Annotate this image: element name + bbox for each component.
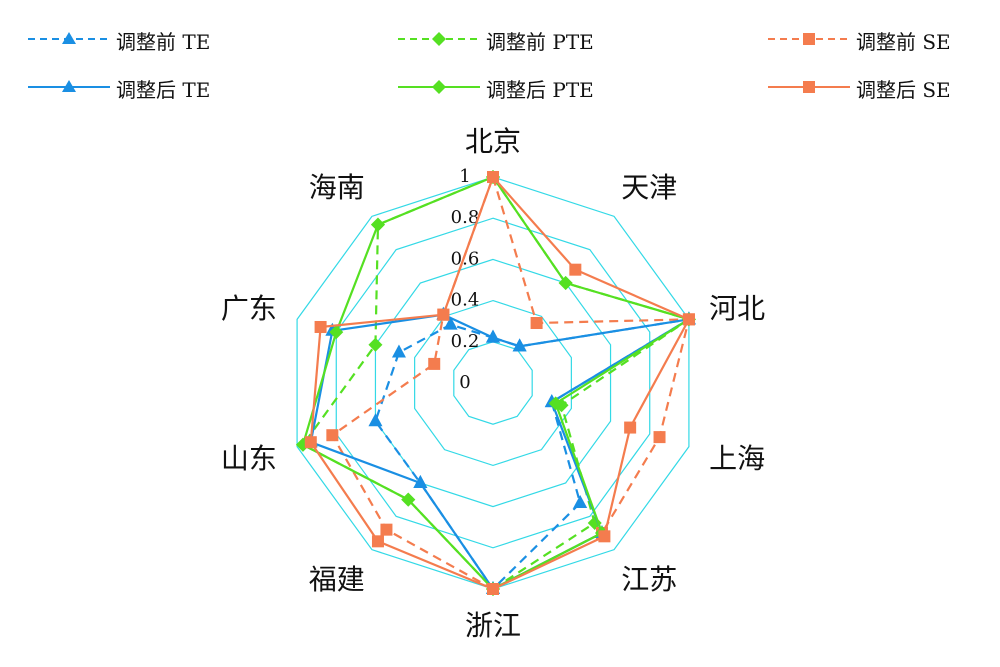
data-point: [558, 276, 573, 291]
radial-tick-label: 1: [459, 166, 470, 187]
legend-label: 调整前 PTE: [486, 30, 594, 54]
legend-item-after-pte: 调整后 PTE: [398, 72, 638, 102]
data-point: [443, 316, 458, 330]
grid-ring: [296, 176, 690, 590]
data-point: [569, 263, 582, 276]
data-point: [370, 217, 385, 232]
axis-label: 天津: [621, 171, 677, 204]
data-point: [682, 313, 695, 326]
axis-label: 广东: [221, 292, 277, 325]
data-point: [548, 396, 563, 411]
axis-label: 浙江: [465, 609, 521, 642]
grid-ring: [453, 341, 533, 425]
legend-item-before-pte: 调整前 PTE: [398, 24, 638, 54]
legend-swatch-after-pte: [398, 80, 480, 94]
radial-tick-label: 0.6: [451, 248, 480, 269]
axis-label: 上海: [709, 442, 765, 475]
axis-label: 福建: [309, 563, 365, 596]
data-point: [487, 171, 499, 183]
legend: 调整前 TE 调整前 PTE 调整前 SE 调整后 TE 调整后 PTE: [0, 0, 1000, 110]
series-5: [295, 170, 696, 596]
grid-ring: [414, 299, 572, 467]
data-point: [304, 436, 317, 449]
legend-item-before-se: 调整前 SE: [768, 24, 988, 54]
axis-label: 江苏: [621, 563, 677, 596]
data-point: [487, 583, 499, 595]
series-3: [326, 171, 695, 595]
radial-tick-label: 0.4: [451, 290, 480, 311]
data-point: [530, 317, 543, 330]
series-line: [309, 175, 691, 591]
data-point: [624, 421, 637, 434]
axis-label: 山东: [221, 442, 277, 475]
data-point: [413, 474, 428, 488]
axis-label: 河北: [709, 292, 765, 325]
data-point: [437, 308, 450, 321]
data-point: [653, 431, 666, 444]
data-point: [486, 329, 500, 343]
data-point: [598, 530, 611, 543]
data-point: [314, 320, 327, 333]
data-point: [380, 523, 393, 536]
axis-label: 北京: [465, 125, 521, 158]
legend-swatch-before-se: [768, 33, 850, 45]
data-point: [368, 337, 383, 352]
legend-item-after-se: 调整后 SE: [768, 72, 988, 102]
data-point: [573, 494, 588, 508]
radar-grid: [296, 176, 690, 590]
data-point: [391, 344, 406, 358]
grid-ring: [335, 217, 651, 549]
series-6: [304, 171, 695, 595]
radial-tick-label: 0.2: [451, 331, 480, 352]
legend-label: 调整后 SE: [856, 78, 951, 102]
series-2: [295, 170, 696, 596]
data-point: [401, 492, 416, 507]
data-point: [329, 325, 344, 340]
data-point: [371, 535, 384, 548]
legend-swatch-before-pte: [398, 32, 480, 46]
legend-swatch-after-se: [768, 81, 850, 93]
radial-tick-label: 0.8: [451, 207, 480, 228]
legend-label: 调整后 TE: [116, 78, 211, 102]
legend-label: 调整前 TE: [116, 30, 211, 54]
grid-ring: [374, 258, 612, 508]
data-point: [326, 429, 339, 442]
radial-tick-label: 0: [459, 372, 470, 393]
legend-item-before-te: 调整前 TE: [28, 24, 268, 54]
axis-label: 海南: [309, 171, 365, 204]
legend-label: 调整前 SE: [856, 30, 951, 54]
radial-ticks: 0 0.2 0.4 0.6 0.8 1: [451, 166, 480, 393]
legend-swatch-before-te: [28, 32, 110, 44]
data-point: [428, 357, 441, 370]
legend-label: 调整后 PTE: [486, 78, 594, 102]
legend-swatch-after-te: [28, 80, 110, 92]
legend-item-after-te: 调整后 TE: [28, 72, 268, 102]
data-point: [368, 413, 383, 427]
data-point: [512, 338, 527, 352]
